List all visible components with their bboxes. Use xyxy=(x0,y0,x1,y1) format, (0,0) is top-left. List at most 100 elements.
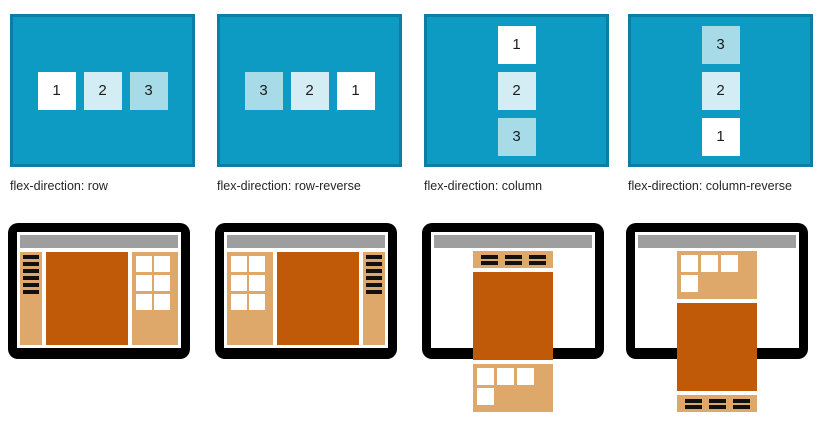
flex-item-3: 3 xyxy=(497,117,536,156)
nav-bar-dash xyxy=(504,260,522,265)
nav-bar-dash xyxy=(732,398,750,403)
flex-item-1: 1 xyxy=(336,71,375,110)
screen xyxy=(431,232,595,412)
nav-bar-dash xyxy=(366,283,382,287)
grid-cell xyxy=(249,256,265,272)
mockup-cell-row-reverse xyxy=(207,205,414,426)
title-bar xyxy=(227,235,385,248)
layout-row xyxy=(20,252,178,345)
monitor-frame-icon xyxy=(8,223,190,359)
content-block xyxy=(46,252,128,345)
nav-bar-dash xyxy=(23,283,39,287)
screen xyxy=(17,232,181,348)
flex-container-row: 1 2 3 xyxy=(10,14,195,167)
content-block xyxy=(677,303,757,391)
thumbnail-grid xyxy=(677,251,757,299)
nav-bar-dash xyxy=(684,398,702,403)
grid-cell xyxy=(249,275,265,291)
title-bar xyxy=(434,235,592,248)
layout-column-reverse xyxy=(638,251,796,412)
nav-bar-dash xyxy=(23,255,39,259)
nav-bar-dash xyxy=(366,269,382,273)
flex-item-2: 2 xyxy=(83,71,122,110)
grid-cell xyxy=(154,275,170,291)
flex-container-row-reverse: 1 2 3 xyxy=(217,14,402,167)
nav-topbar-icon xyxy=(473,251,553,268)
title-bar xyxy=(638,235,796,248)
flex-demo-cell-row-reverse: 1 2 3 flex-direction: row-reverse xyxy=(207,0,414,205)
screen xyxy=(635,232,799,412)
grid-cell xyxy=(154,294,170,310)
flex-item-2: 2 xyxy=(497,71,536,110)
grid-cell xyxy=(701,255,718,272)
nav-sidebar-icon xyxy=(363,252,385,345)
mockup-cell-column xyxy=(414,205,621,426)
nav-bar-dash xyxy=(23,290,39,294)
monitor-frame-icon xyxy=(215,223,397,359)
grid-cell xyxy=(517,368,534,385)
title-bar xyxy=(20,235,178,248)
grid-cell xyxy=(231,275,247,291)
screen xyxy=(224,232,388,348)
nav-bar-dash xyxy=(708,404,726,409)
content-block xyxy=(473,272,553,360)
flex-item-3: 3 xyxy=(701,25,740,64)
nav-bar-dash xyxy=(708,398,726,403)
nav-bar-group xyxy=(732,398,750,410)
content-block xyxy=(277,252,359,345)
flex-demo-cell-column: 1 2 3 flex-direction: column xyxy=(414,0,621,205)
monitor-frame-icon xyxy=(626,223,808,412)
nav-bar-dash xyxy=(366,290,382,294)
flex-demo-row: 1 2 3 flex-direction: row 1 2 3 flex-dir… xyxy=(0,0,828,205)
nav-bar-dash xyxy=(480,260,498,265)
grid-cell xyxy=(136,275,152,291)
nav-bar-dash xyxy=(23,276,39,280)
nav-bar-dash xyxy=(732,404,750,409)
caption-column: flex-direction: column xyxy=(424,179,543,193)
nav-bar-dash xyxy=(366,262,382,266)
nav-bar-dash xyxy=(504,254,522,259)
mockup-row xyxy=(0,205,828,426)
flex-demo-cell-column-reverse: 1 2 3 flex-direction: column-reverse xyxy=(618,0,825,205)
flex-container-column-reverse: 1 2 3 xyxy=(628,14,813,167)
grid-cell xyxy=(136,256,152,272)
nav-bar-dash xyxy=(528,254,546,259)
thumbnail-grid xyxy=(132,252,178,345)
nav-bar-group xyxy=(480,254,498,266)
grid-cell xyxy=(477,368,494,385)
grid-cell xyxy=(231,294,247,310)
caption-row-reverse: flex-direction: row-reverse xyxy=(217,179,361,193)
nav-sidebar-icon xyxy=(20,252,42,345)
grid-cell xyxy=(497,368,514,385)
nav-bar-dash xyxy=(23,262,39,266)
grid-cell xyxy=(681,275,698,292)
mockup-cell-row xyxy=(0,205,207,426)
grid-cell xyxy=(681,255,698,272)
grid-cell xyxy=(721,255,738,272)
grid-cell xyxy=(231,256,247,272)
monitor-frame-icon xyxy=(422,223,604,412)
grid-cell xyxy=(154,256,170,272)
flex-item-1: 1 xyxy=(701,117,740,156)
caption-column-reverse: flex-direction: column-reverse xyxy=(628,179,792,193)
nav-bar-group xyxy=(684,398,702,410)
flex-item-2: 2 xyxy=(701,71,740,110)
thumbnail-grid xyxy=(227,252,273,345)
nav-bar-dash xyxy=(366,255,382,259)
caption-row: flex-direction: row xyxy=(10,179,108,193)
grid-cell xyxy=(136,294,152,310)
nav-bar-dash xyxy=(684,404,702,409)
flex-item-1: 1 xyxy=(37,71,76,110)
nav-bar-dash xyxy=(528,260,546,265)
nav-bar-group xyxy=(708,398,726,410)
layout-column xyxy=(434,251,592,412)
flex-demo-cell-row: 1 2 3 flex-direction: row xyxy=(0,0,207,205)
nav-topbar-icon xyxy=(677,395,757,412)
nav-bar-group xyxy=(528,254,546,266)
flex-item-3: 3 xyxy=(129,71,168,110)
grid-cell xyxy=(477,388,494,405)
nav-bar-dash xyxy=(23,269,39,273)
layout-row-reverse xyxy=(227,252,385,345)
flex-item-2: 2 xyxy=(290,71,329,110)
